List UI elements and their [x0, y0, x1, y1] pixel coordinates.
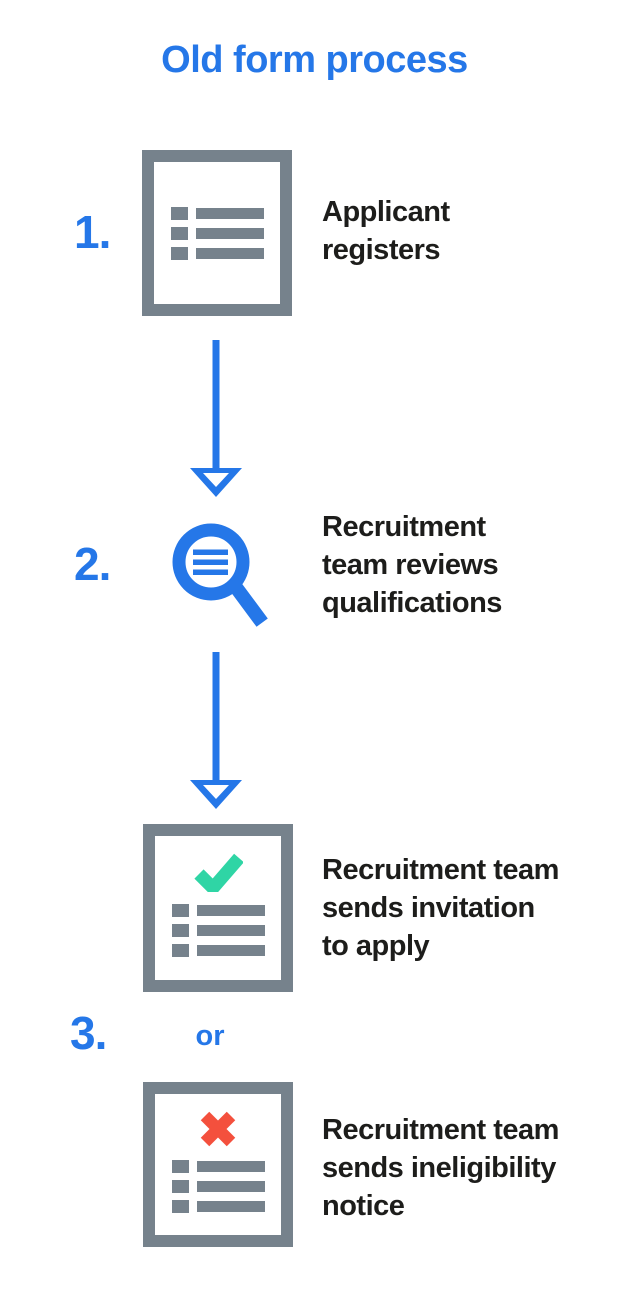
step-1-number: 1. — [74, 206, 111, 258]
x-mark-icon — [200, 1111, 236, 1146]
list-bullet — [171, 944, 189, 957]
page-title: Old form process — [161, 39, 468, 81]
document-list-icon — [142, 150, 292, 316]
document-check-icon — [143, 824, 293, 992]
list-line — [195, 207, 264, 219]
list-row — [170, 246, 264, 260]
document-x-icon — [143, 1082, 293, 1247]
list-bullet — [171, 1199, 189, 1213]
form-list-rows — [171, 897, 265, 964]
or-connector-label: or — [195, 1020, 225, 1052]
list-row — [171, 1159, 265, 1173]
step-1-label: Applicant registers — [322, 196, 450, 266]
arrow-down-icon — [190, 652, 242, 809]
list-row — [171, 1179, 265, 1193]
list-line — [196, 945, 265, 956]
list-row — [171, 1199, 265, 1213]
list-bullet — [170, 206, 188, 220]
list-row — [171, 924, 265, 937]
list-line — [196, 925, 265, 936]
step-2-number: 2. — [74, 538, 111, 590]
list-bullet — [171, 1179, 189, 1193]
step-3-number: 3. — [70, 1007, 107, 1059]
list-line — [196, 1160, 265, 1172]
list-row — [170, 206, 264, 220]
form-list-rows — [170, 200, 264, 267]
list-row — [171, 944, 265, 957]
list-line — [196, 1200, 265, 1212]
list-bullet — [171, 924, 189, 937]
step-3a-label: Recruitment team sends invitation to app… — [322, 854, 559, 962]
form-list-rows — [171, 1153, 265, 1220]
list-line — [195, 247, 264, 259]
list-line — [196, 905, 265, 916]
list-line — [196, 1180, 265, 1192]
list-bullet — [170, 226, 188, 240]
checkmark-icon — [194, 853, 243, 892]
list-row — [171, 904, 265, 917]
list-bullet — [171, 1159, 189, 1173]
list-bullet — [171, 904, 189, 917]
step-2-label: Recruitment team reviews qualifications — [322, 511, 502, 619]
list-bullet — [170, 246, 188, 260]
list-row — [170, 226, 264, 240]
arrow-down-icon — [190, 340, 242, 497]
list-line — [195, 227, 264, 239]
step-3b-label: Recruitment team sends ineligibility not… — [322, 1114, 559, 1222]
magnifying-glass-icon — [172, 523, 268, 627]
